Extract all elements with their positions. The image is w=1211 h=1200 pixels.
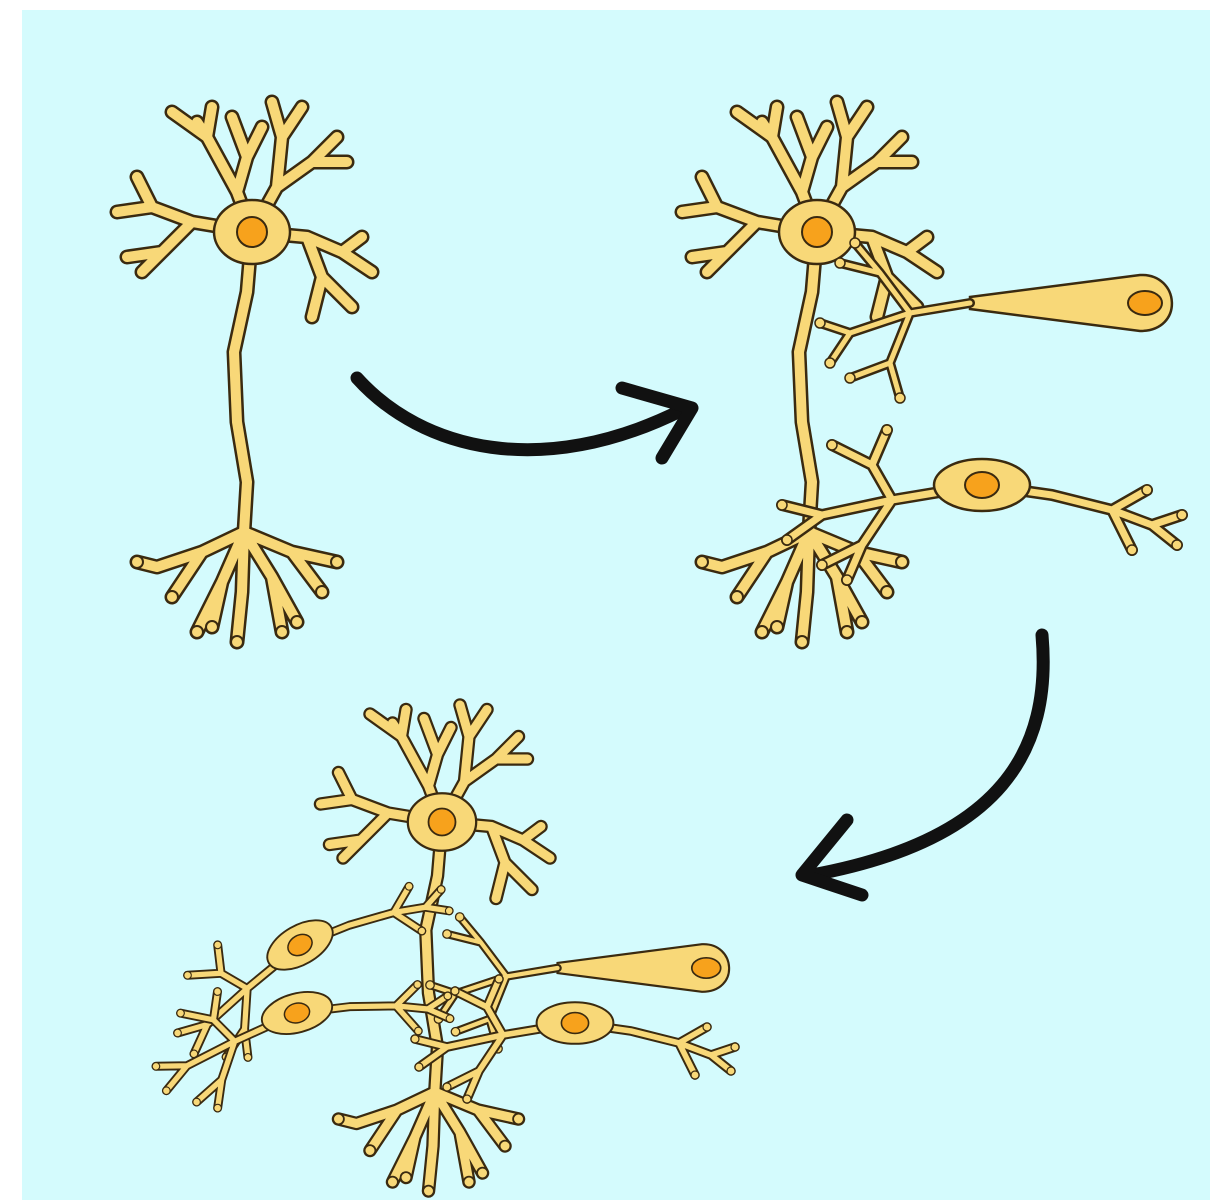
diagram-canvas xyxy=(22,10,1210,1200)
neuron-diagram xyxy=(22,10,1210,1200)
